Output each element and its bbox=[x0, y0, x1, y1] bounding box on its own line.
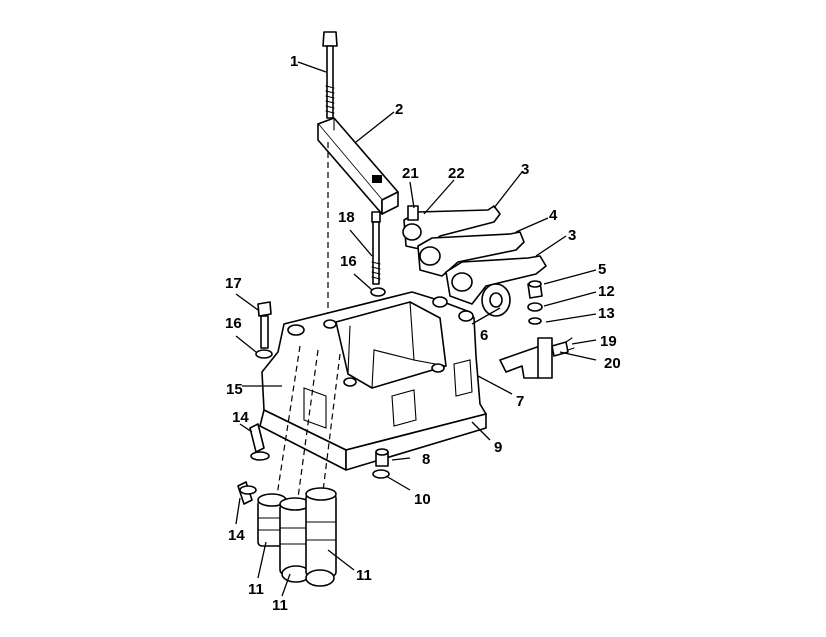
part-11-tappet-left bbox=[257, 493, 287, 547]
callout-18: 18 bbox=[338, 209, 355, 226]
part-13-washer bbox=[528, 317, 542, 325]
part-6-roller bbox=[481, 283, 511, 317]
part-3-rocker-arm-upper bbox=[402, 205, 501, 251]
callout-2: 2 bbox=[395, 101, 403, 118]
callout-13: 13 bbox=[598, 305, 615, 322]
part-16-washer-upper bbox=[370, 287, 386, 297]
callout-11-right: 11 bbox=[356, 567, 372, 584]
callout-1: 1 bbox=[290, 53, 298, 70]
callout-labels: 1 2 21 22 3 4 3 5 12 13 19 20 6 7 9 8 10… bbox=[225, 53, 621, 614]
leader-lines bbox=[235, 61, 597, 597]
part-18-stud bbox=[371, 211, 381, 285]
part-14-pin-upper bbox=[249, 423, 270, 461]
part-11-tappet-middle bbox=[279, 497, 311, 583]
callout-20: 20 bbox=[604, 355, 621, 372]
callout-14-lower: 14 bbox=[228, 527, 245, 544]
callout-10: 10 bbox=[414, 491, 431, 508]
part-11-tappet-right bbox=[305, 487, 337, 587]
part-17-bolt bbox=[257, 301, 272, 349]
part-1-bolt bbox=[322, 31, 338, 119]
callout-12: 12 bbox=[598, 283, 615, 300]
callout-14-upper: 14 bbox=[232, 409, 249, 426]
part-3-rocker-arm-lower bbox=[445, 255, 547, 305]
part-16-washer-left bbox=[255, 349, 273, 359]
callout-3-lower: 3 bbox=[568, 227, 576, 244]
part-8-plug bbox=[375, 448, 389, 467]
callout-3-upper: 3 bbox=[521, 161, 529, 178]
part-10-o-ring bbox=[372, 469, 390, 479]
callout-9: 9 bbox=[494, 439, 502, 456]
callout-17: 17 bbox=[225, 275, 242, 292]
part-14-pin-lower bbox=[237, 481, 257, 505]
callout-11-middle: 11 bbox=[272, 597, 288, 614]
part-4-rocker-arm-middle bbox=[417, 231, 525, 277]
callout-8: 8 bbox=[422, 451, 430, 468]
callout-22: 22 bbox=[448, 165, 465, 182]
part-12-nut bbox=[527, 302, 543, 312]
part-7-housing bbox=[259, 291, 487, 471]
part-5-adjusting-screw bbox=[527, 280, 543, 299]
callout-16-upper: 16 bbox=[340, 253, 357, 270]
callout-16-left: 16 bbox=[225, 315, 242, 332]
part-2-shaft-support bbox=[317, 117, 399, 215]
callout-4: 4 bbox=[549, 207, 558, 224]
callout-19: 19 bbox=[600, 333, 617, 350]
callout-5: 5 bbox=[598, 261, 606, 278]
part-20-bracket bbox=[499, 337, 553, 379]
callout-15: 15 bbox=[226, 381, 243, 398]
callout-6: 6 bbox=[480, 327, 488, 344]
callout-7: 7 bbox=[516, 393, 524, 410]
callout-11-left: 11 bbox=[248, 581, 264, 598]
callout-21: 21 bbox=[402, 165, 419, 182]
